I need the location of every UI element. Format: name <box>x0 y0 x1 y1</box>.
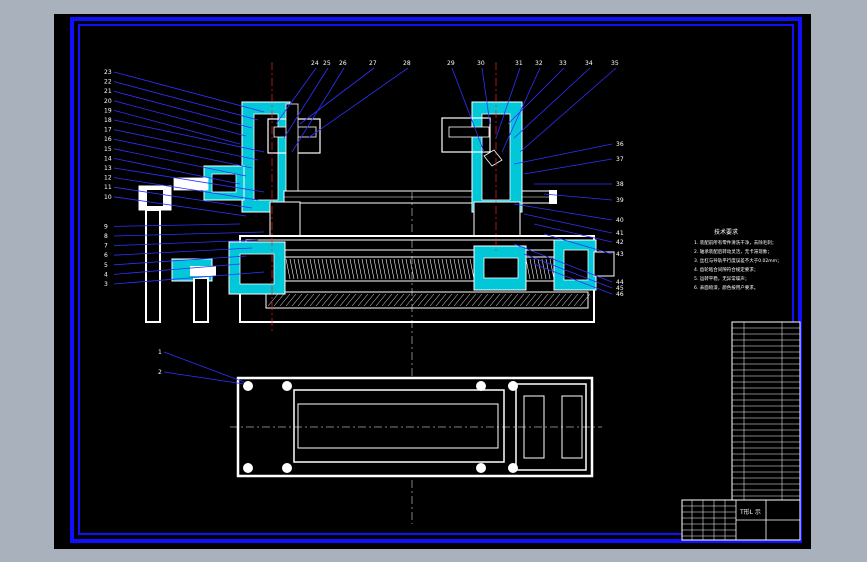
callout-left: 3 <box>104 281 108 288</box>
callout-left: 7 <box>104 243 108 250</box>
callout-right: 45 <box>616 285 624 292</box>
tech-notes-title: 技术要求 <box>714 228 738 236</box>
callout-top: 27 <box>369 60 377 67</box>
callout-top: 25 <box>323 60 331 67</box>
plan-view <box>230 376 602 478</box>
title-block-name: T形L 示 <box>739 508 761 516</box>
callout-plan: 1 <box>158 349 162 356</box>
callout-top: 24 <box>311 60 319 67</box>
callout-left: 11 <box>104 184 112 191</box>
title-block: T形L 示 <box>681 499 801 541</box>
callout-right: 40 <box>616 217 624 224</box>
callout-left: 6 <box>104 252 108 259</box>
callout-left: 15 <box>104 146 112 153</box>
callout-left: 12 <box>104 175 112 182</box>
callout-left: 20 <box>104 98 112 105</box>
callout-right: 36 <box>616 141 624 148</box>
callout-left: 8 <box>104 233 108 240</box>
callout-right: 37 <box>616 156 624 163</box>
callout-left: 16 <box>104 136 112 143</box>
callout-right: 39 <box>616 197 624 204</box>
inner-frame <box>78 24 794 535</box>
callout-top: 29 <box>447 60 455 67</box>
tech-note-item: 5. 运转平稳，无异常噪声； <box>694 275 749 282</box>
callout-left: 22 <box>104 79 112 86</box>
callout-left: 21 <box>104 88 112 95</box>
callout-left: 18 <box>104 117 112 124</box>
leader-lines <box>113 67 617 385</box>
parts-list <box>731 321 801 505</box>
tech-note-item: 4. 齿轮啮合间隙符合规定要求； <box>694 266 758 273</box>
tech-note-item: 3. 丝杠与导轨平行度误差不大于0.02mm； <box>694 257 782 264</box>
callout-top: 26 <box>339 60 347 67</box>
callout-left: 23 <box>104 69 112 76</box>
tech-notes: 技术要求 1. 装配前所有零件清洗干净，去除毛刺； 2. 轴承装配后转动灵活，无卡… <box>694 228 782 291</box>
callout-left: 10 <box>104 194 112 201</box>
callout-right: 42 <box>616 239 624 246</box>
callout-left: 9 <box>104 223 108 230</box>
tech-note-item: 2. 轴承装配后转动灵活，无卡滞现象； <box>694 248 772 255</box>
callout-left: 14 <box>104 155 112 162</box>
lower-bearing-left <box>228 241 286 295</box>
callout-right: 44 <box>616 279 624 286</box>
callout-left: 13 <box>104 165 112 172</box>
callout-top: 34 <box>585 60 593 67</box>
callout-left: 5 <box>104 262 108 269</box>
callout-left: 17 <box>104 127 112 134</box>
callout-left: 4 <box>104 271 108 278</box>
callout-right: 38 <box>616 181 624 188</box>
callout-right: 46 <box>616 291 624 298</box>
callout-right: 41 <box>616 230 624 237</box>
callout-top: 30 <box>477 60 485 67</box>
callout-plan: 2 <box>158 369 162 376</box>
callout-left: 19 <box>104 107 112 114</box>
tech-note-item: 6. 表面喷漆，颜色按用户要求。 <box>694 284 758 291</box>
callout-top: 28 <box>403 60 411 67</box>
tech-note-item: 1. 装配前所有零件清洗干净，去除毛刺； <box>694 239 776 246</box>
callout-right: 43 <box>616 251 624 258</box>
callout-top: 31 <box>515 60 523 67</box>
callout-top: 33 <box>559 60 567 67</box>
outer-frame <box>70 17 802 543</box>
front-view <box>138 62 615 524</box>
callout-top: 35 <box>611 60 619 67</box>
callout-top: 32 <box>535 60 543 67</box>
